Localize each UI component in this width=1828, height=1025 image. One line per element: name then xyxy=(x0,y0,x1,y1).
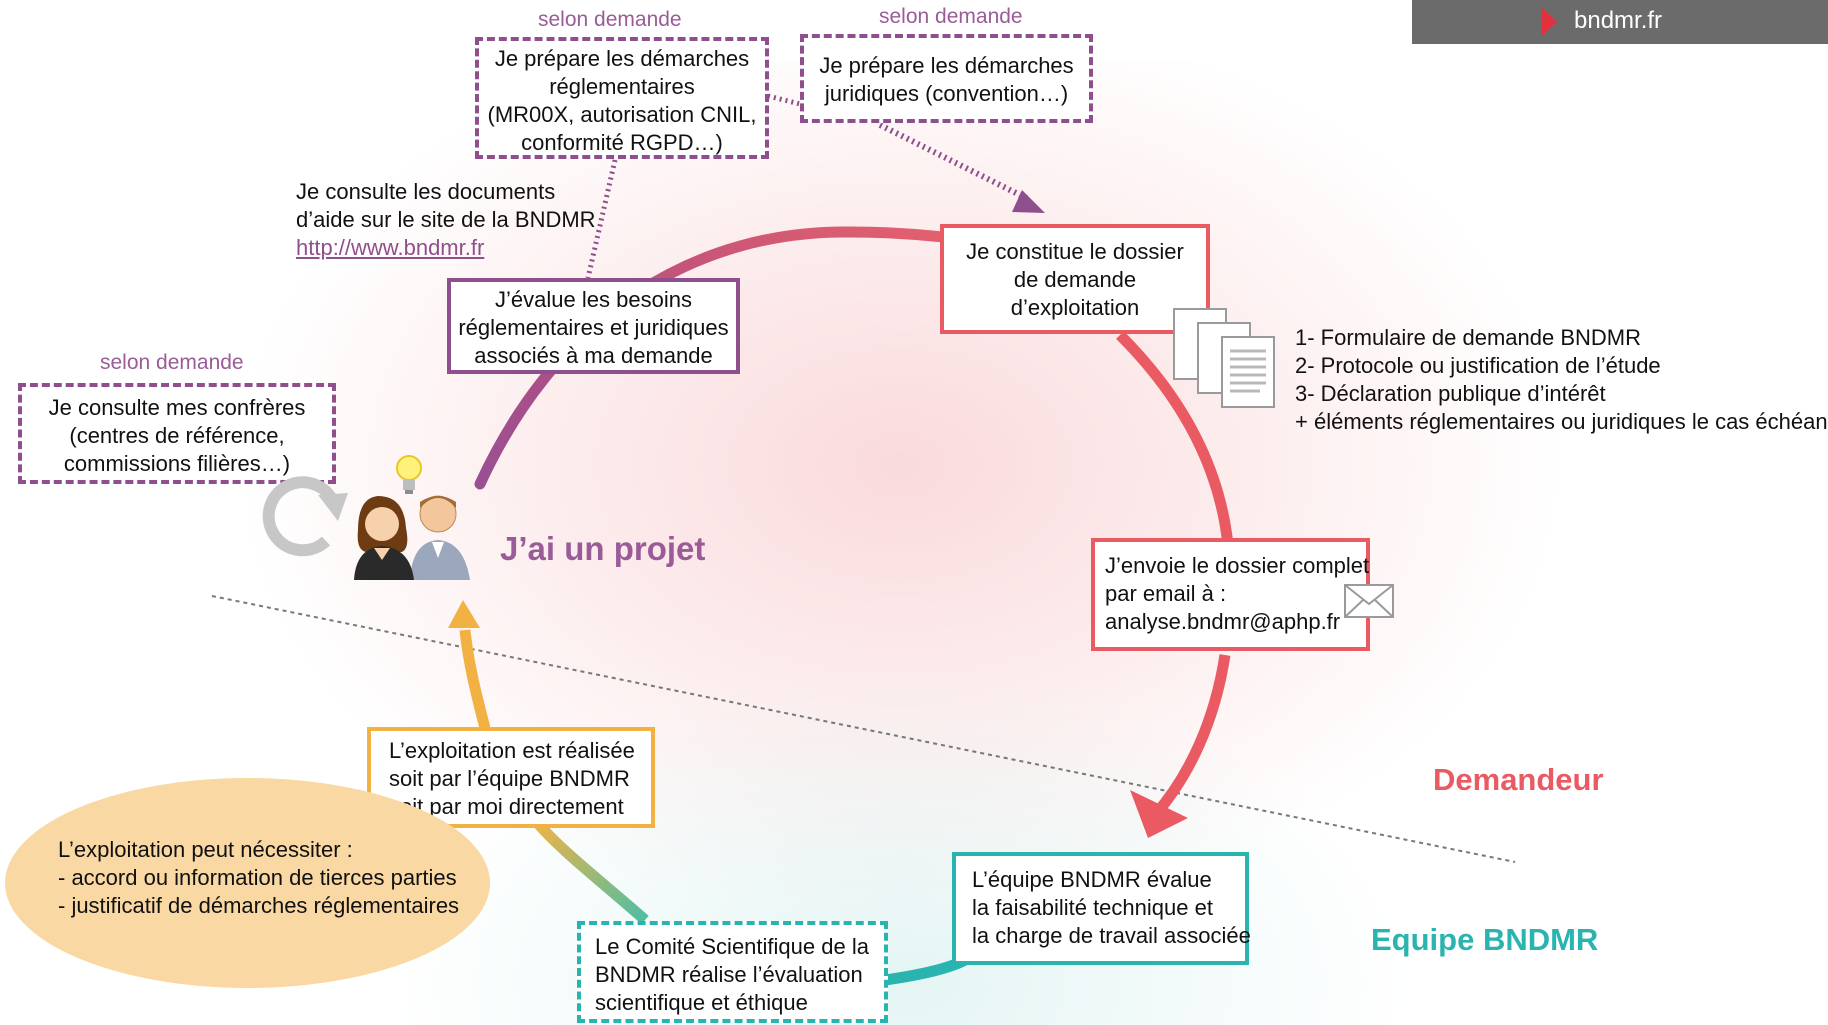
equipe-bndmr-label: Equipe BNDMR xyxy=(1371,922,1599,957)
text-line: Je consulte les documents xyxy=(296,179,556,204)
dotted-arrow xyxy=(878,122,1032,203)
text-line: - justificatif de démarches réglementair… xyxy=(58,893,460,918)
box-line: Le Comité Scientifique de la xyxy=(595,934,869,959)
box-line: J’évalue les besoins xyxy=(495,287,692,312)
consulte-documents-text: Je consulte les documents d’aide sur le … xyxy=(296,178,596,262)
dotted-arrowhead xyxy=(1012,190,1045,213)
box-line: de demande xyxy=(1013,267,1137,292)
box-comite-scientifique: Le Comité Scientifique de la BNDMR réali… xyxy=(577,921,888,1023)
list-item: 2- Protocole ou justification de l’étude xyxy=(1295,353,1661,378)
dotted-connector-2 xyxy=(767,93,801,107)
box-line: soit par l’équipe BNDMR xyxy=(389,766,630,791)
list-item: + éléments réglementaires ou juridiques … xyxy=(1295,409,1828,434)
play-icon xyxy=(1542,8,1557,36)
box-line: conformité RGPD…) xyxy=(521,130,723,155)
site-banner[interactable]: bndmr.fr xyxy=(1412,0,1828,44)
box-line: (MR00X, autorisation CNIL, xyxy=(487,102,757,127)
box-demarches-reglementaires: Je prépare les démarches réglementaires … xyxy=(475,37,769,159)
box-line: réglementaires et juridiques xyxy=(458,315,729,340)
envelope-icon xyxy=(1344,584,1394,618)
box-demarches-juridiques: Je prépare les démarches juridiques (con… xyxy=(800,34,1093,123)
box-line: J’envoie le dossier complet xyxy=(1105,553,1370,578)
box-equipe-evalue: L’équipe BNDMR évalue la faisabilité tec… xyxy=(952,852,1251,965)
refresh-icon xyxy=(262,476,348,557)
demandeur-label: Demandeur xyxy=(1433,762,1604,797)
cycle-arc-right-lower xyxy=(1150,654,1231,819)
list-item: 1- Formulaire de demande BNDMR xyxy=(1295,325,1642,350)
separator-line xyxy=(211,595,1516,863)
cycle-arc-left-upper xyxy=(459,629,491,730)
text-line: L’exploitation peut nécessiter : xyxy=(58,837,353,862)
box-constitue-dossier: Je constitue le dossier de demande d’exp… xyxy=(940,224,1210,334)
lightbulb-icon xyxy=(396,455,422,494)
box-line: juridiques (convention…) xyxy=(824,81,1069,106)
box-line: la faisabilité technique et xyxy=(972,895,1213,920)
list-item: 3- Déclaration publique d’intérêt xyxy=(1295,381,1606,406)
people-icon xyxy=(354,495,470,580)
box-line: d’exploitation xyxy=(1010,295,1140,320)
red-arrowhead xyxy=(1130,790,1188,838)
box-line: par email à : xyxy=(1105,581,1227,606)
box-line: commissions filières…) xyxy=(63,451,291,476)
note-ellipse xyxy=(5,778,490,988)
box-line: Je prépare les démarches xyxy=(494,46,750,71)
box-line: Je prépare les démarches xyxy=(819,53,1074,78)
box-line: (centres de référence, xyxy=(69,423,285,448)
dossier-items-list: 1- Formulaire de demande BNDMR 2- Protoc… xyxy=(1295,324,1828,436)
bndmr-link[interactable]: http://www.bndmr.fr xyxy=(296,235,485,260)
box-line: L’exploitation est réalisée xyxy=(389,738,635,763)
box-line: L’équipe BNDMR évalue xyxy=(972,867,1212,892)
text-line: d’aide sur le site de la BNDMR xyxy=(296,207,596,232)
center-title: J’ai un projet xyxy=(500,530,706,567)
orange-arrowhead xyxy=(448,600,480,628)
box-evalue-besoins: J’évalue les besoins réglementaires et j… xyxy=(447,278,740,374)
box-line: Je consulte mes confrères xyxy=(48,395,306,420)
box-exploitation-realisee: L’exploitation est réalisée soit par l’é… xyxy=(367,727,655,828)
box-consulte-confreres: Je consulte mes confrères (centres de ré… xyxy=(18,383,336,484)
box-line: BNDMR réalise l’évaluation xyxy=(595,962,863,987)
dotted-connector-1 xyxy=(585,159,618,279)
box-line: associés à ma demande xyxy=(474,343,713,368)
box-envoie-dossier: J’envoie le dossier complet par email à … xyxy=(1091,538,1370,651)
box-line: la charge de travail associée xyxy=(972,923,1251,948)
documents-icon xyxy=(1173,308,1275,408)
cycle-arc-right xyxy=(1116,331,1234,546)
box-line: scientifique et éthique xyxy=(595,990,808,1015)
exploitation-necessite-text: L’exploitation peut nécessiter : - accor… xyxy=(58,836,459,920)
site-label: bndmr.fr xyxy=(1574,7,1663,34)
selon-demande-label: selon demande xyxy=(100,351,244,374)
selon-demande-label: selon demande xyxy=(879,5,1023,28)
box-line: Je constitue le dossier xyxy=(966,239,1184,264)
cycle-arc-left xyxy=(530,816,649,925)
box-line: réglementaires xyxy=(549,74,695,99)
email-address[interactable]: analyse.bndmr@aphp.fr xyxy=(1105,609,1341,634)
text-line: - accord ou information de tierces parti… xyxy=(58,865,457,890)
selon-demande-label: selon demande xyxy=(538,8,682,31)
